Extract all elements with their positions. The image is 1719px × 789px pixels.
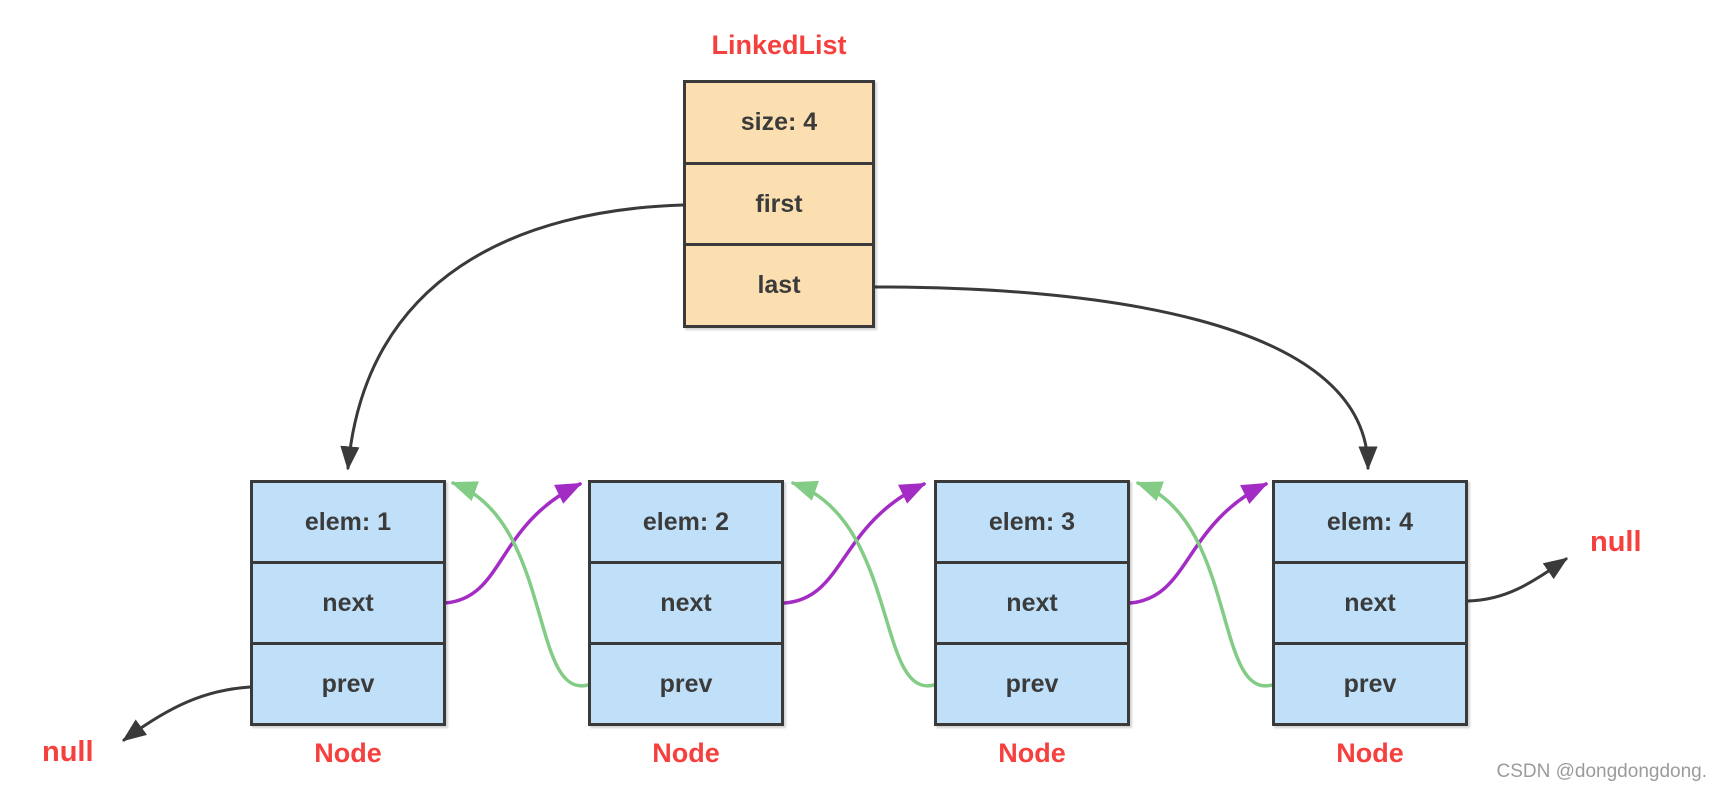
node-elem-cell: elem: 3 (988, 507, 1076, 536)
node-next-cell: next (1275, 561, 1465, 642)
prev-arrow-node3-node2 (790, 480, 936, 688)
linkedlist-size-cell: size: 4 (740, 107, 818, 136)
node-elem-cell: elem: 1 (304, 507, 392, 536)
next-arrow-node1-node2 (443, 482, 583, 605)
next-arrow-node3-node4 (1128, 482, 1269, 605)
null-label-right: null (1590, 526, 1642, 558)
node-next-cell: next (937, 561, 1127, 642)
prev-arrow-node2-node1 (450, 481, 590, 688)
node-elem-cell: elem: 2 (642, 507, 730, 536)
linkedlist-last-cell: last (686, 243, 872, 325)
linkedlist-box: size: 4 first last (683, 80, 875, 328)
linkedlist-first-cell: first (686, 161, 872, 244)
node-box-1: elem: 1 next prev (250, 480, 446, 726)
node-next-cell: next (253, 561, 443, 642)
node-box-3: elem: 3 next prev (934, 480, 1130, 726)
next-null-arrow (1466, 557, 1568, 603)
null-label-left: null (42, 736, 94, 768)
diagram-title: LinkedList (711, 30, 847, 60)
node-elem-cell: elem: 4 (1326, 507, 1414, 536)
last-pointer-arrow (873, 285, 1378, 471)
first-pointer-arrow (340, 203, 685, 471)
node-prev-cell: prev (1275, 642, 1465, 723)
prev-null-arrow (122, 685, 252, 742)
node-caption-1: Node (314, 738, 382, 768)
node-caption-4: Node (1336, 738, 1404, 768)
node-caption-3: Node (998, 738, 1066, 768)
node-prev-cell: prev (253, 642, 443, 723)
node-next-cell: next (591, 561, 781, 642)
node-caption-2: Node (652, 738, 720, 768)
node-box-2: elem: 2 next prev (588, 480, 784, 726)
node-prev-cell: prev (591, 642, 781, 723)
csdn-watermark: CSDN @dongdongdong. (1496, 761, 1707, 782)
node-box-4: elem: 4 next prev (1272, 480, 1468, 726)
prev-arrow-node4-node3 (1135, 481, 1274, 688)
next-arrow-node2-node3 (783, 482, 927, 605)
node-prev-cell: prev (937, 642, 1127, 723)
